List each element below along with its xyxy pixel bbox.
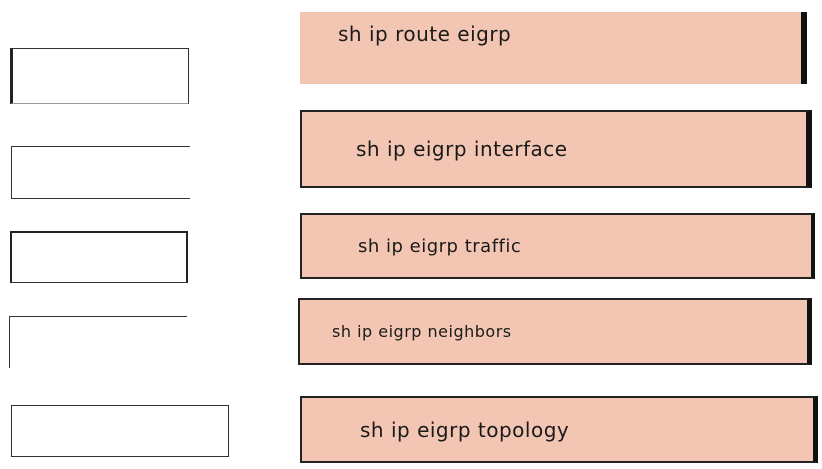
- drop-target-5[interactable]: [11, 405, 229, 457]
- command-sh-ip-eigrp-traffic[interactable]: sh ip eigrp traffic: [300, 213, 815, 279]
- drop-target-1[interactable]: [10, 48, 189, 104]
- drop-target-3[interactable]: [10, 231, 188, 283]
- command-label: sh ip eigrp traffic: [358, 235, 522, 257]
- command-sh-ip-eigrp-interface[interactable]: sh ip eigrp interface: [300, 110, 812, 188]
- drop-target-4[interactable]: [9, 316, 187, 368]
- command-label: sh ip eigrp interface: [356, 137, 568, 161]
- command-sh-ip-route-eigrp[interactable]: sh ip route eigrp: [300, 12, 807, 84]
- command-label: sh ip route eigrp: [338, 22, 512, 46]
- command-sh-ip-eigrp-neighbors[interactable]: sh ip eigrp neighbors: [298, 298, 812, 365]
- command-label: sh ip eigrp topology: [360, 417, 570, 442]
- command-sh-ip-eigrp-topology[interactable]: sh ip eigrp topology: [300, 396, 818, 463]
- command-label: sh ip eigrp neighbors: [332, 322, 512, 341]
- drop-target-2[interactable]: [11, 146, 190, 199]
